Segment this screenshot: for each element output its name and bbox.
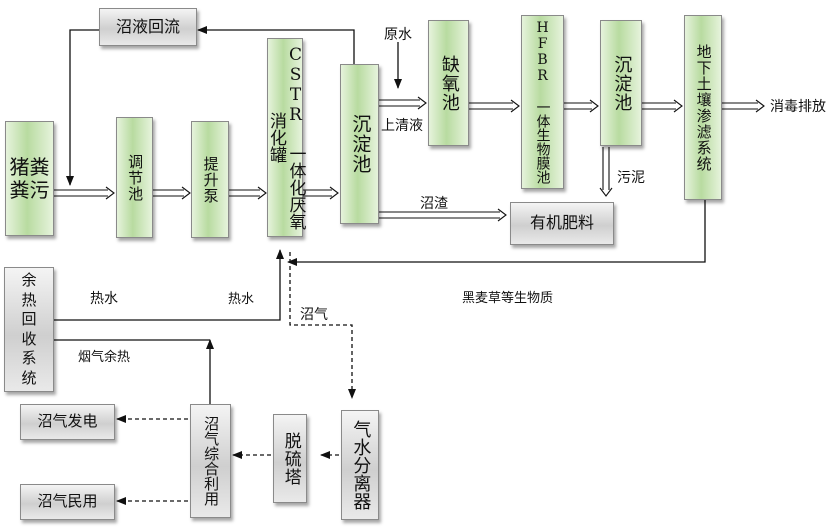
separator-box: 气水分离器 <box>341 410 379 520</box>
biogas-utilization-box: 沼气综合利用 <box>190 404 231 518</box>
biogas-reflux-box: 沼液回流 <box>99 8 197 46</box>
dashed-connectors <box>116 252 356 505</box>
connector-soil-to-cstr <box>287 200 706 266</box>
connector-reflux-to-manure-line <box>66 29 99 186</box>
regulating-tank-box: 调节池 <box>116 117 153 238</box>
pig-manure-box: 猪粪粪污 <box>5 121 54 236</box>
arrow-pump-to-cstr <box>229 186 267 200</box>
disinfect-discharge-label: 消毒排放 <box>770 99 826 115</box>
arrow-manure-to-regulating <box>54 186 115 200</box>
arrow-settling2-to-sludge <box>599 147 613 197</box>
connector-heat-to-cstr <box>54 249 284 321</box>
anoxic-tank-box: 缺氧池 <box>428 20 469 146</box>
arrow-soil-to-discharge <box>722 99 765 113</box>
lift-pump-box: 提升泵 <box>191 121 229 238</box>
soil-filter-box: 地下土壤渗滤系统 <box>684 15 722 200</box>
biogas-power-box: 沼气发电 <box>20 404 115 440</box>
ryegrass-label: 黑麦草等生物质 <box>462 291 554 306</box>
biogas-civil-box: 沼气民用 <box>20 484 115 520</box>
organic-fertilizer-box: 有机肥料 <box>510 202 614 245</box>
arrow-anoxic-to-hfbr <box>469 99 520 113</box>
connector-settling-to-reflux <box>197 26 355 64</box>
arrow-cstr-to-settling <box>303 186 339 200</box>
hot-water-label-2: 热水 <box>228 292 255 307</box>
hot-water-label-1: 热水 <box>90 291 118 307</box>
waste-heat-box: 余热回收系统 <box>4 267 54 392</box>
connector-cstr-biogas <box>289 252 356 399</box>
arrow-settling-to-anoxic <box>379 96 427 110</box>
arrow-regulating-to-pump <box>153 186 191 200</box>
flue-gas-heat-label: 烟气余热 <box>78 350 131 365</box>
supernatant-label: 上清液 <box>381 118 423 134</box>
biogas-label: 沼气 <box>300 307 328 323</box>
settling-tank-1-box: 沉淀池 <box>340 64 379 224</box>
hfbr-box: HFBR 一体生物膜池 <box>521 15 564 189</box>
arrow-settling2-to-soil <box>642 99 683 113</box>
double-arrows <box>54 96 765 222</box>
residue-label: 沼渣 <box>420 196 448 212</box>
settling-tank-2-box: 沉淀池 <box>600 20 642 146</box>
arrow-hfbr-to-settling2 <box>564 99 599 113</box>
arrow-settling-to-fertilizer <box>379 208 507 222</box>
desulfurizer-box: 脱硫塔 <box>273 414 307 503</box>
cstr-box: CSTR 一体化厌氧消化罐 <box>266 38 306 237</box>
raw-water-label: 原水 <box>384 27 412 43</box>
sludge-label: 污泥 <box>617 170 645 186</box>
solid-connectors <box>54 26 706 408</box>
